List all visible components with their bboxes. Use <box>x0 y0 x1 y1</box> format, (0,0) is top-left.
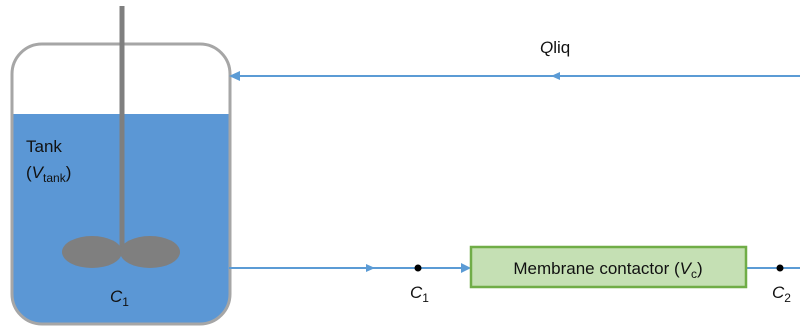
feed-flow-line <box>229 263 471 273</box>
sampling-point-c1 <box>414 264 422 272</box>
stirrer-shaft <box>119 6 125 254</box>
stirrer <box>62 6 180 268</box>
impeller-blade-left <box>62 236 122 268</box>
recycle-inlet-arrow <box>229 71 240 81</box>
sampling-point-c1-label: C1 <box>410 283 429 305</box>
feed-mid-arrow <box>366 264 375 272</box>
contactor-inlet-arrow <box>461 263 471 273</box>
tank-volume-label: (Vtank) <box>26 163 71 185</box>
tank-label: Tank <box>26 137 62 156</box>
recycle-mid-arrow <box>551 72 560 80</box>
sampling-point-c2-label: C2 <box>772 283 791 305</box>
membrane-contactor <box>469 245 748 289</box>
recycle-flow-label: Qliq <box>540 38 570 57</box>
membrane-contactor-label: Membrane contactor (Vc) <box>513 259 702 281</box>
sampling-point-c2 <box>776 264 784 272</box>
tank-concentration-label: C1 <box>110 287 129 309</box>
recycle-flow-line <box>229 71 800 81</box>
impeller-blade-right <box>120 236 180 268</box>
